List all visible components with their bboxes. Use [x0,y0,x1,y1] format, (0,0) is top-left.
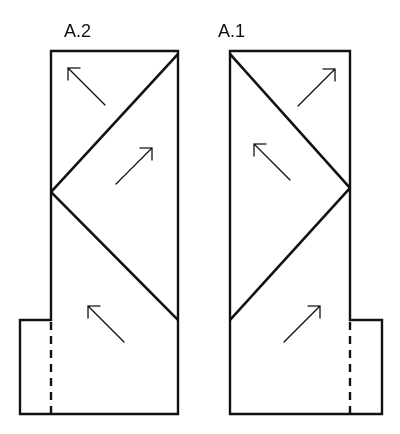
panel-a1-outline [228,49,384,416]
panel-a2-label: A.2 [64,21,91,41]
panel-a2: A.2 [18,21,180,416]
panel-a1: A.1 [218,21,384,416]
panel-a2-diagonal-upper [50,53,179,193]
diagonal-arrow-icon [283,305,321,343]
panel-a1-label: A.1 [218,21,245,41]
panel-a1-diagonal-upper [229,53,351,189]
panel-a1-diagonal-lower [229,187,351,321]
diagonal-arrow-icon [115,147,153,185]
diagonal-arrow-icon [253,143,291,181]
diagonal-arrow-icon [297,68,336,107]
diagonal-arrow-icon [67,67,106,106]
panel-a2-outline [18,49,180,416]
panel-a2-diagonal-lower [50,191,179,321]
diagonal-arrow-icon [87,305,125,343]
